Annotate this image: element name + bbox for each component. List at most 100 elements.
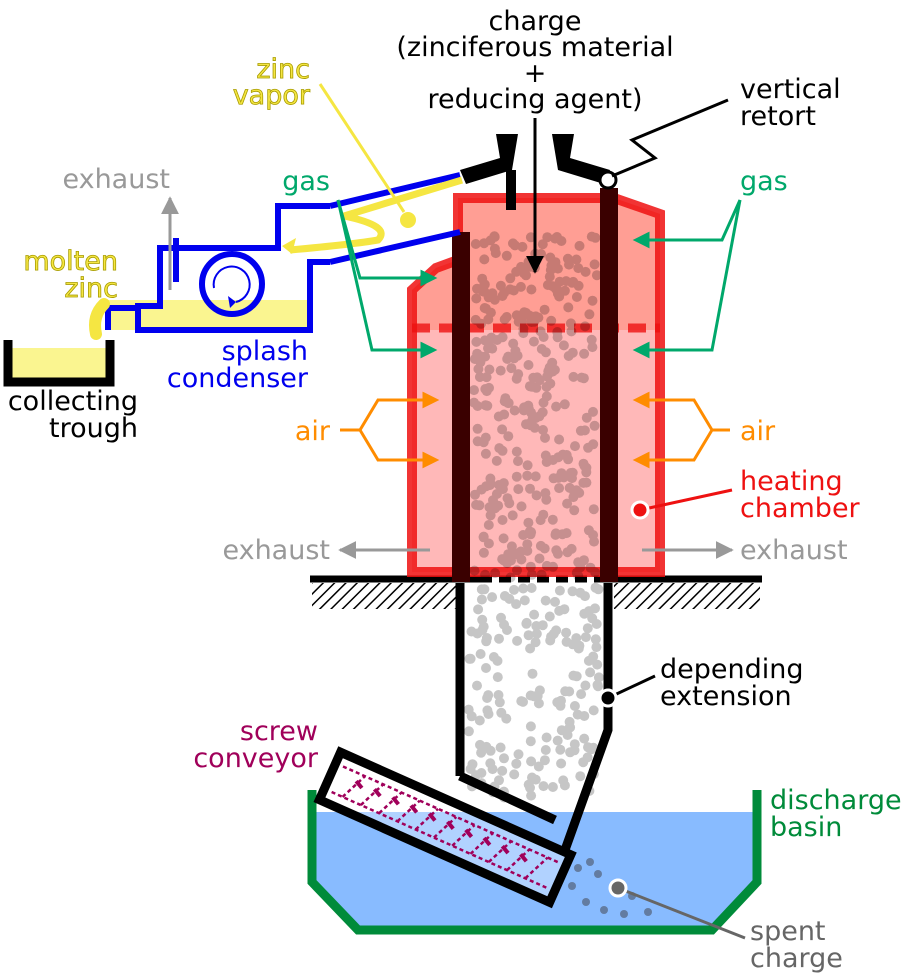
charge-particle [499,287,510,298]
charge-particle [479,584,490,595]
charge-particle [470,314,481,325]
charge-particle [547,514,558,525]
charge-particle [544,611,555,622]
charge-particle [518,530,529,540]
charge-particle [480,448,491,459]
charge-particle [489,232,500,242]
charge-particle [525,483,535,494]
charge-particle [508,285,519,296]
charge-particle [579,460,590,471]
charge-particle [541,391,552,402]
charge-particle [548,561,558,572]
charge-particle [523,779,534,790]
charge-particle [590,634,601,645]
charge-particle [569,745,580,756]
charge-particle [576,689,587,700]
charge-particle [580,266,591,277]
charge-particle [547,366,558,377]
charge-particle [545,635,556,646]
charge-particle [525,529,536,540]
charge-particle [516,501,527,512]
charge-particle [521,617,532,628]
floor-hatch-right [614,583,760,609]
charge-particle [554,434,565,445]
molten-zinc-drip [89,298,110,340]
charge-particle [497,554,508,565]
charge-particle [511,373,522,384]
charge-particle [581,462,592,473]
charge-particle [469,354,480,364]
charge-particle [523,400,534,411]
label-heating-chamber-1: heating [740,466,843,497]
charge-particle [521,307,531,318]
charge-particle [511,266,522,277]
charge-particle [565,318,576,329]
charge-particle [565,722,576,733]
charge-particle [530,413,541,424]
charge-particle [578,458,589,469]
charge-particle [590,603,600,614]
charge-particle [523,517,534,528]
charge-particle [551,401,562,412]
floor [310,575,762,609]
charge-particle [568,670,579,681]
charge-particle [537,239,548,250]
charge-particle [513,369,524,380]
charge-particle [484,382,494,393]
charge-particle [503,549,514,560]
retort-neck [506,170,516,210]
charge-particle [518,696,528,707]
charge-particle [479,254,490,265]
charge-particle [591,619,602,629]
charge-particle [485,342,496,353]
gas-lines-right [632,199,742,359]
charge-particle [512,565,522,576]
charge-particle [471,499,482,510]
charge-particle [569,505,580,516]
charge-particle [519,402,530,413]
charge-particle [550,283,561,294]
collecting-trough [3,340,115,387]
charge-particle [564,259,574,270]
charge-particle [479,335,490,346]
charge-particle [477,614,488,625]
charge-particle [587,342,598,353]
charge-particle [485,473,496,484]
gas-lines-left [336,199,438,359]
charge-particle [579,348,590,359]
charge-particle [469,565,480,576]
charge-particle [586,744,597,755]
charge-particle [511,446,522,457]
charge-particle [513,484,524,495]
charge-particle [567,347,578,358]
charge-particle [546,260,557,271]
charge-particle [506,541,517,552]
charge-particle [552,548,563,559]
charge-particle [563,351,574,361]
charge-particle [561,450,572,460]
charge-particle [553,472,564,483]
charge-particle [519,595,530,606]
charge-particle [593,672,604,683]
charge-particle [587,613,598,624]
charge-particle [574,240,585,251]
charge-particle [518,405,529,416]
charge-particle [593,584,604,595]
charge-particle [538,332,549,342]
charge-particle [489,243,500,254]
charge-particle [522,545,533,556]
charge-particle [485,510,496,521]
charge-particle [526,317,537,327]
charge-particle [467,759,478,770]
charge-particle [572,486,583,497]
charge-particle [489,781,500,792]
charge-particle [487,787,498,798]
charge-particle [559,285,570,296]
charge-particle [495,742,506,753]
charge-particle [556,236,567,246]
charge-particle [472,680,482,691]
charge-particle [518,583,529,594]
charge-particle [509,584,519,595]
charge-particle [529,691,539,702]
charge-particle [492,655,503,666]
